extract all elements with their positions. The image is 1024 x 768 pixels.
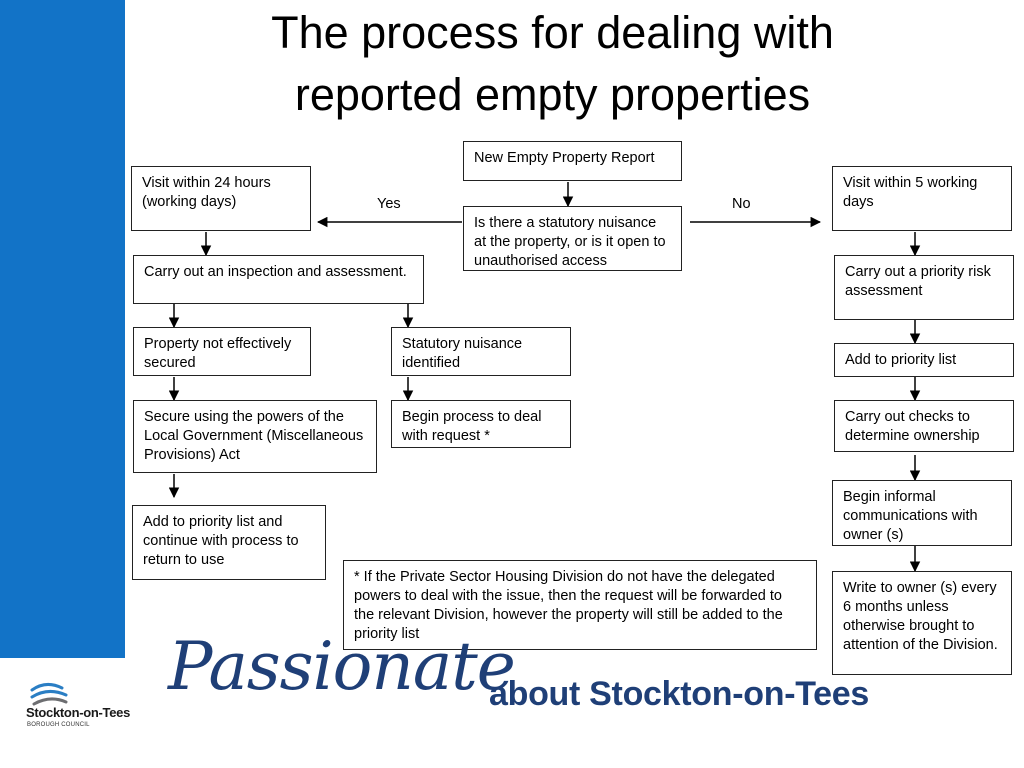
council-subtitle: BOROUGH COUNCIL [27,722,90,728]
slogan-script: Passionate [168,628,516,705]
council-logo-icon [30,683,68,706]
informal-comms-text: Begin informal communications with owner… [843,489,978,543]
title-line-2: reported empty properties [294,69,811,120]
informal-comms-box: Begin informal communications with owner… [832,480,1012,546]
page-title: The process for dealing with reported em… [150,2,955,126]
footnote-text: * If the Private Sector Housing Division… [354,569,783,642]
begin-process-text: Begin process to deal with request * [402,409,542,444]
question-box: Is there a statutory nuisance at the pro… [463,206,682,271]
visit-5-days-text: Visit within 5 working days [843,175,978,210]
add-priority-continue-text: Add to priority list and continue with p… [143,514,299,568]
not-secured-text: Property not effectively secured [144,336,292,371]
start-box: New Empty Property Report [463,141,682,181]
visit-24-hours-text: Visit within 24 hours (working days) [142,175,271,210]
visit-5-days-box: Visit within 5 working days [832,166,1012,231]
visit-24-hours-box: Visit within 24 hours (working days) [131,166,311,231]
side-accent-bar [0,0,125,658]
add-priority-box: Add to priority list [834,343,1014,377]
risk-assessment-text: Carry out a priority risk assessment [845,264,991,299]
secure-box: Secure using the powers of the Local Gov… [133,400,377,473]
start-text: New Empty Property Report [474,150,655,166]
question-text: Is there a statutory nuisance at the pro… [474,215,666,269]
yes-label: Yes [377,196,401,212]
add-priority-continue-box: Add to priority list and continue with p… [132,505,326,580]
not-secured-box: Property not effectively secured [133,327,311,376]
begin-process-box: Begin process to deal with request * [391,400,571,448]
nuisance-text: Statutory nuisance identified [402,336,523,371]
title-line-1: The process for dealing with [271,7,834,58]
slogan-text: about Stockton-on-Tees [489,675,869,713]
write-owner-text: Write to owner (s) every 6 months unless… [843,580,998,653]
nuisance-box: Statutory nuisance identified [391,327,571,376]
footnote-box: * If the Private Sector Housing Division… [343,560,817,650]
write-owner-box: Write to owner (s) every 6 months unless… [832,571,1012,675]
council-name: Stockton-on-Tees [26,705,131,720]
secure-text: Secure using the powers of the Local Gov… [144,409,364,463]
risk-assessment-box: Carry out a priority risk assessment [834,255,1014,320]
no-label: No [732,196,751,212]
ownership-checks-box: Carry out checks to determine ownership [834,400,1014,452]
ownership-checks-text: Carry out checks to determine ownership [845,409,980,444]
inspection-text: Carry out an inspection and assessment. [144,264,407,280]
add-priority-text: Add to priority list [845,352,957,368]
inspection-box: Carry out an inspection and assessment. [133,255,424,304]
